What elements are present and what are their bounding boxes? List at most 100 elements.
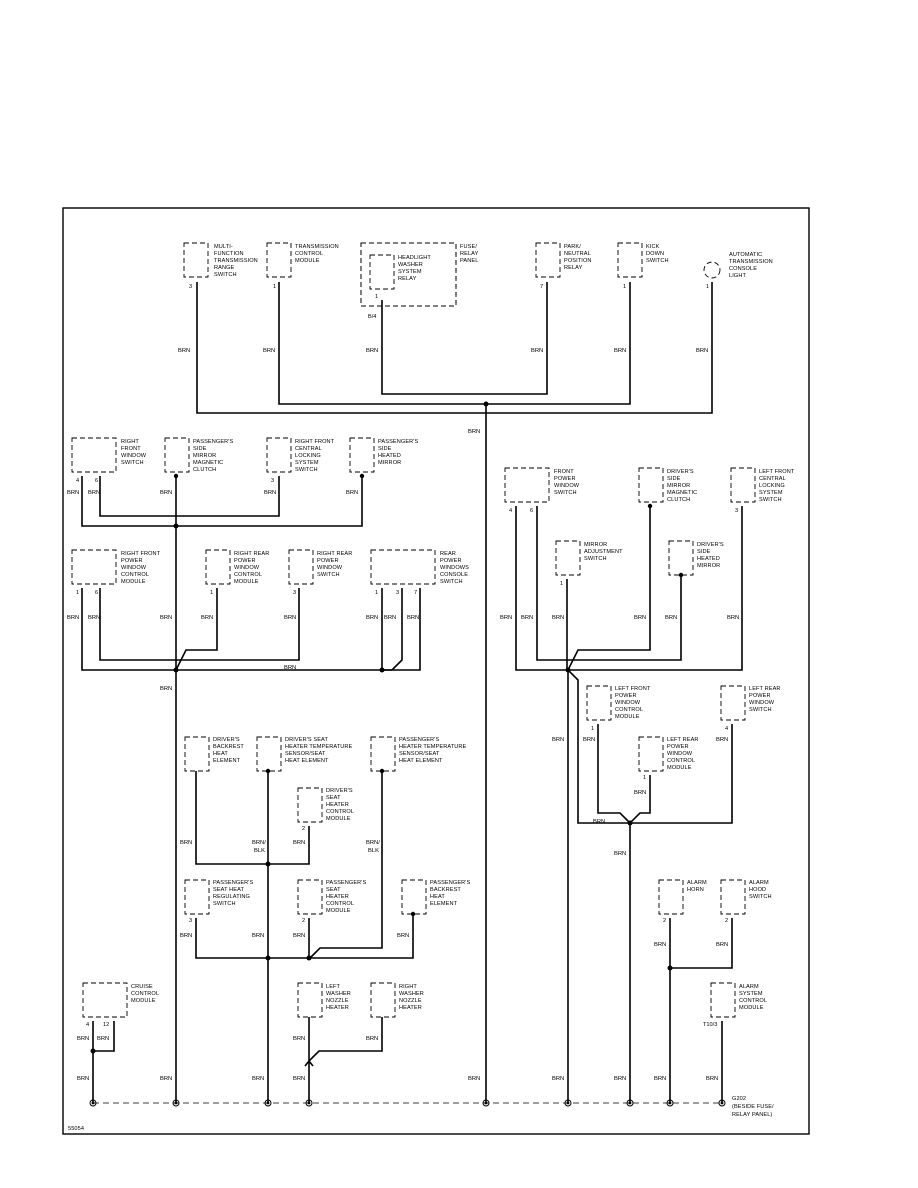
svg-text:3: 3 — [189, 918, 192, 924]
svg-text:BRN/: BRN/ — [366, 840, 380, 846]
svg-text:BRN: BRN — [614, 851, 626, 857]
svg-text:2: 2 — [663, 918, 666, 924]
splice-icon — [304, 1059, 314, 1067]
svg-text:BRN: BRN — [614, 1076, 626, 1082]
svg-text:1: 1 — [591, 726, 594, 732]
svg-text:BRN: BRN — [293, 1076, 305, 1082]
svg-text:3: 3 — [735, 508, 738, 514]
svg-text:BRN: BRN — [88, 615, 100, 621]
svg-text:1: 1 — [560, 581, 563, 587]
alarm-wires — [667, 918, 733, 1103]
svg-text:BRN: BRN — [160, 686, 172, 692]
svg-text:BRN: BRN — [77, 1036, 89, 1042]
diagram-frame — [62, 207, 810, 1135]
svg-text:3: 3 — [271, 478, 274, 484]
svg-text:1: 1 — [623, 284, 626, 290]
svg-text:2: 2 — [725, 918, 728, 924]
svg-text:1: 1 — [273, 284, 276, 290]
svg-text:BRN: BRN — [160, 490, 172, 496]
svg-text:BRN: BRN — [201, 615, 213, 621]
svg-text:BRN: BRN — [180, 933, 192, 939]
svg-text:BRN: BRN — [366, 348, 378, 354]
svg-text:12: 12 — [103, 1022, 109, 1028]
svg-text:T10/3: T10/3 — [703, 1022, 717, 1028]
seat-heater-lower-wires — [195, 911, 416, 961]
svg-text:BRN: BRN — [178, 348, 190, 354]
left-upper-wires — [81, 473, 365, 1103]
svg-text:4: 4 — [725, 726, 728, 732]
svg-text:6: 6 — [95, 590, 98, 596]
svg-text:BRN: BRN — [552, 737, 564, 743]
svg-text:BRN: BRN — [583, 737, 595, 743]
svg-text:B/4: B/4 — [368, 314, 376, 320]
svg-text:BRN: BRN — [654, 942, 666, 948]
svg-text:BRN: BRN — [384, 615, 396, 621]
svg-text:BRN: BRN — [500, 615, 512, 621]
svg-text:BRN: BRN — [593, 819, 605, 825]
svg-text:BRN: BRN — [264, 490, 276, 496]
svg-text:BRN: BRN — [293, 933, 305, 939]
svg-text:7: 7 — [540, 284, 543, 290]
svg-text:BRN: BRN — [665, 615, 677, 621]
svg-text:BRN: BRN — [252, 933, 264, 939]
svg-text:1: 1 — [76, 590, 79, 596]
svg-text:BRN: BRN — [160, 615, 172, 621]
svg-text:BRN/: BRN/ — [252, 840, 266, 846]
svg-text:BRN: BRN — [654, 1076, 666, 1082]
svg-text:BRN: BRN — [531, 348, 543, 354]
svg-text:1: 1 — [210, 590, 213, 596]
svg-text:1: 1 — [643, 775, 646, 781]
svg-text:BRN: BRN — [521, 615, 533, 621]
svg-text:2: 2 — [302, 918, 305, 924]
svg-text:BRN: BRN — [263, 348, 275, 354]
svg-text:BRN: BRN — [77, 1076, 89, 1082]
svg-text:6: 6 — [530, 508, 533, 514]
svg-text:3: 3 — [396, 590, 399, 596]
svg-text:BLK: BLK — [368, 848, 379, 854]
ground-g202-label: G202(BESIDE FUSE/RELAY PANEL) — [732, 1096, 774, 1118]
svg-text:BRN: BRN — [160, 1076, 172, 1082]
svg-text:BRN: BRN — [180, 840, 192, 846]
svg-text:4: 4 — [86, 1022, 89, 1028]
svg-text:1: 1 — [375, 294, 378, 300]
svg-text:4: 4 — [76, 478, 79, 484]
svg-text:BRN: BRN — [366, 1036, 378, 1042]
